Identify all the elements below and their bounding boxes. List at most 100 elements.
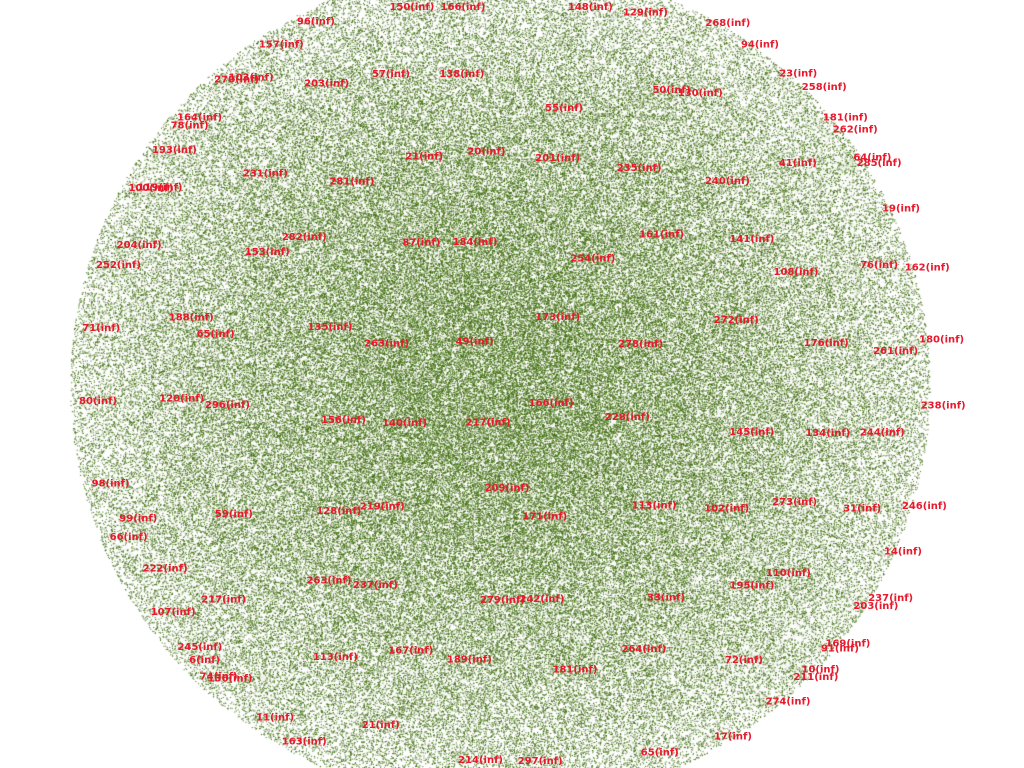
node-label: 141(inf) [729,234,774,245]
node-label: 217(inf) [466,418,511,429]
node-label: 245(inf) [177,642,222,653]
node-label: 173(inf) [535,312,580,323]
node-label: 136(inf) [208,673,253,684]
node-label: 110(inf) [766,568,811,579]
node-label: 238(inf) [921,401,966,412]
node-label: 281(inf) [329,177,374,188]
node-label: 228(inf) [605,412,650,423]
node-label: 65(inf) [197,329,235,340]
node-label: 55(inf) [545,103,583,114]
node-label: 134(inf) [805,428,850,439]
node-label: 203(inf) [853,601,898,612]
node-label: 33(inf) [647,593,685,604]
node-label: 204(inf) [117,240,162,251]
node-label: 31(inf) [843,504,881,515]
node-label: 252(inf) [96,260,141,271]
node-label: 285(inf) [857,158,902,169]
node-label: 98(inf) [92,479,130,490]
node-label: 180(inf) [919,335,964,346]
node-label: 219(inf) [360,501,405,512]
node-label: 21(inf) [362,720,400,731]
node-label: 279(inf) [480,595,525,606]
node-label: 261(inf) [873,346,918,357]
node-label: 189(inf) [447,655,492,666]
node-label: 156(inf) [321,415,366,426]
node-label: 113(inf) [632,500,677,511]
node-label: 65(inf) [641,748,679,759]
node-label: 130(inf) [678,88,723,99]
node-label: 176(inf) [804,338,849,349]
node-label: 50(inf) [652,85,690,96]
node-label: 49(inf) [456,336,494,347]
node-label: 296(inf) [205,400,250,411]
node-label: 103(inf) [229,73,274,84]
node-label: 297(inf) [518,756,563,767]
node-label: 100(inf) [128,183,173,194]
node-label: 119(inf) [138,183,183,194]
node-label: 153(inf) [245,247,290,258]
node-label: 57(inf) [372,69,410,80]
node-label: 254(inf) [570,253,615,264]
node-label: 21(inf) [405,152,443,163]
node-label: 162(inf) [905,262,950,273]
node-label: 263(inf) [364,338,409,349]
node-label: 23(inf) [779,69,817,80]
node-label: 66(inf) [110,532,148,543]
node-label: 278(inf) [618,339,663,350]
node-label: 11(inf) [256,713,294,724]
node-label: 164(inf) [177,113,222,124]
node-label: 135(inf) [308,322,353,333]
node-label: 214(inf) [458,755,503,766]
node-label: 217(inf) [201,595,246,606]
node-label: 14(inf) [884,547,922,558]
node-label: 10(inf) [802,665,840,676]
node-label: 94(inf) [741,39,779,50]
node-label: 273(inf) [772,497,817,508]
node-label: 171(inf) [522,511,567,522]
node-label: 169(inf) [825,638,870,649]
node-label: 76(inf) [860,260,898,271]
node-label: 272(inf) [714,315,759,326]
node-label: 263(inf) [307,575,352,586]
node-label: 161(inf) [639,230,684,241]
node-label: 237(inf) [353,580,398,591]
node-label: 148(inf) [568,2,613,13]
node-label: 102(inf) [704,504,749,515]
node-label: 20(inf) [467,146,505,157]
node-label: 80(inf) [79,396,117,407]
node-label: 268(inf) [705,18,750,29]
node-label: 242(inf) [520,594,565,605]
node-label: 211(inf) [793,672,838,683]
node-label: 166(inf) [529,398,574,409]
node-label: 128(inf) [316,506,361,517]
node-label: 99(inf) [119,514,157,525]
node-label: 262(inf) [833,125,878,136]
node-label: 145(inf) [729,427,774,438]
node-label: 184(inf) [453,237,498,248]
node-label: 59(inf) [215,509,253,520]
node-label: 113(inf) [313,652,358,663]
node-label: 138(inf) [439,69,484,80]
node-label: 231(inf) [243,169,288,180]
node-label: 258(inf) [802,82,847,93]
node-label: 166(inf) [441,2,486,13]
node-label: 167(inf) [388,645,433,656]
node-label: 150(inf) [389,2,434,13]
node-label: 235(inf) [617,163,662,174]
node-label: 181(inf) [553,665,598,676]
node-label: 195(inf) [730,581,775,592]
node-label: 96(inf) [297,16,335,27]
node-label: 270(inf) [214,75,259,86]
node-label: 237(inf) [868,593,913,604]
node-label: 209(inf) [485,483,530,494]
node-label: 222(inf) [143,563,188,574]
node-label: 108(inf) [774,267,819,278]
node-label: 163(inf) [282,736,327,747]
node-label: 17(inf) [714,732,752,743]
node-label: 120(inf) [159,394,204,405]
node-label: 140(inf) [382,418,427,429]
node-label: 203(inf) [304,78,349,89]
